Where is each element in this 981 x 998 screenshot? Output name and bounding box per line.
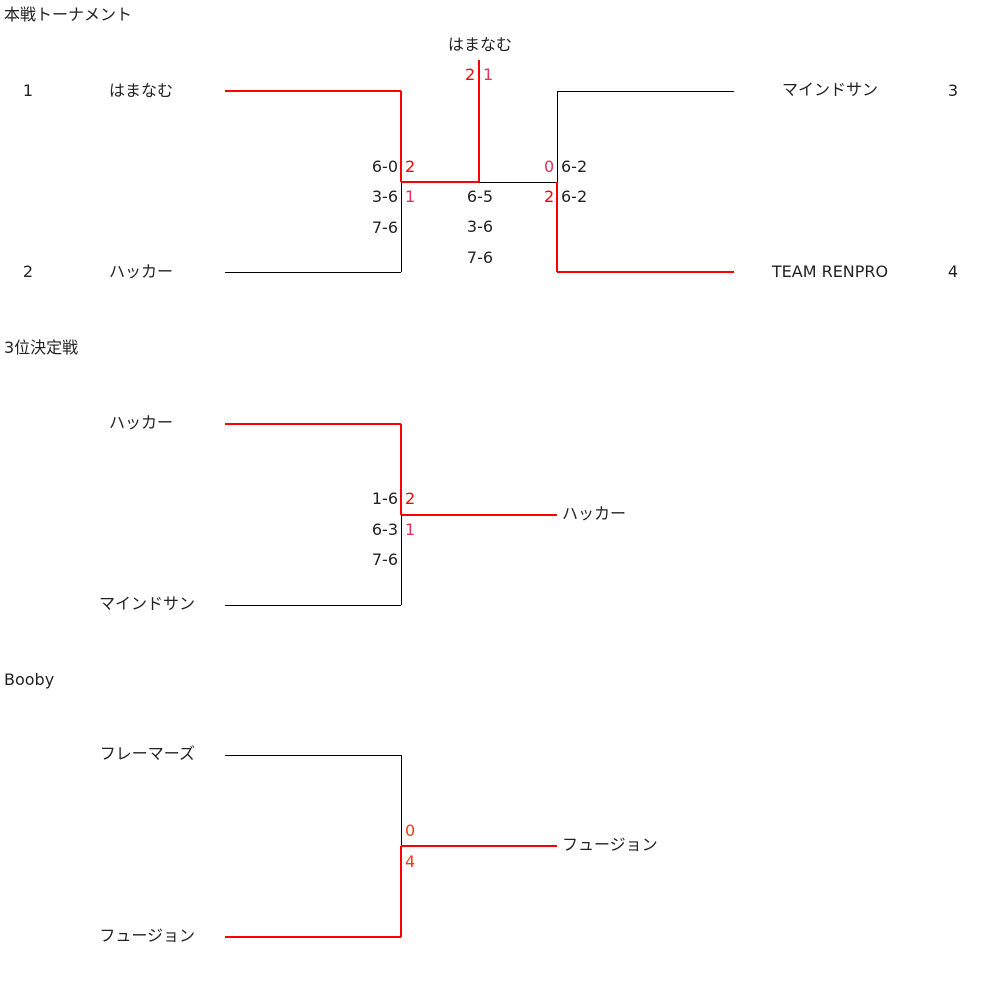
set-score: 0 xyxy=(405,821,416,840)
final-game-score: 3-6 xyxy=(466,217,494,236)
game-score: 6-2 xyxy=(561,187,588,206)
game-score: 7-6 xyxy=(371,550,398,569)
bracket-line xyxy=(225,605,401,606)
bracket-line-winner xyxy=(225,936,401,938)
champion-name: はまなむ xyxy=(447,35,513,54)
set-score: 4 xyxy=(405,852,416,871)
final-game-score: 6-5 xyxy=(466,187,494,206)
bracket-line xyxy=(401,515,402,605)
final-set-score-right: 1 xyxy=(483,65,494,84)
booby-winner: フュージョン xyxy=(562,835,658,854)
set-score: 2 xyxy=(405,489,416,508)
bracket-line-winner xyxy=(401,845,557,847)
bracket-line xyxy=(401,755,402,846)
game-score: 1-6 xyxy=(371,489,398,508)
team-name: ハッカー xyxy=(108,413,174,432)
bracket-line-winner xyxy=(400,91,402,182)
third-place-winner: ハッカー xyxy=(562,504,627,523)
bracket-line xyxy=(557,91,558,182)
seed-4: 4 xyxy=(947,262,959,281)
bracket-line xyxy=(225,272,401,273)
game-score: 3-6 xyxy=(371,187,398,206)
bracket-line xyxy=(479,182,557,183)
seed-2: 2 xyxy=(22,262,34,281)
bracket-line-winner xyxy=(400,424,402,515)
bracket-line-winner xyxy=(478,60,480,182)
bracket-line-winner xyxy=(557,271,734,273)
set-score: 1 xyxy=(405,520,416,539)
bracket-line-winner xyxy=(401,181,479,183)
set-score: 2 xyxy=(405,157,416,176)
game-score: 6-2 xyxy=(561,157,588,176)
game-score: 6-0 xyxy=(371,157,398,176)
team-name: ハッカー xyxy=(108,262,174,281)
team-name: はまなむ xyxy=(108,81,174,100)
bracket-line xyxy=(557,91,734,92)
final-set-score-left: 2 xyxy=(465,65,476,84)
booby-title: Booby xyxy=(4,670,55,689)
game-score: 6-3 xyxy=(371,520,398,539)
final-game-score: 7-6 xyxy=(466,248,494,267)
seed-3: 3 xyxy=(947,81,959,100)
team-name: マインドサン xyxy=(98,594,195,613)
bracket-line-winner xyxy=(225,90,401,92)
main-tournament-title: 本戦トーナメント xyxy=(4,5,133,24)
third-place-title: 3位決定戦 xyxy=(4,338,79,357)
set-score: 1 xyxy=(405,187,416,206)
bracket-line-winner xyxy=(556,182,558,272)
team-name: TEAM RENPRO xyxy=(771,262,889,281)
team-name: マインドサン xyxy=(781,80,879,99)
set-score: 0 xyxy=(544,157,555,176)
bracket-line xyxy=(225,755,401,756)
team-name: フュージョン xyxy=(99,926,195,945)
bracket-line-winner xyxy=(400,846,402,937)
bracket-line-winner xyxy=(401,514,557,516)
team-name: フレーマーズ xyxy=(99,744,195,763)
seed-1: 1 xyxy=(22,81,34,100)
set-score: 2 xyxy=(544,187,555,206)
game-score: 7-6 xyxy=(371,218,398,237)
bracket-line-winner xyxy=(225,423,401,425)
bracket-line xyxy=(401,182,402,272)
